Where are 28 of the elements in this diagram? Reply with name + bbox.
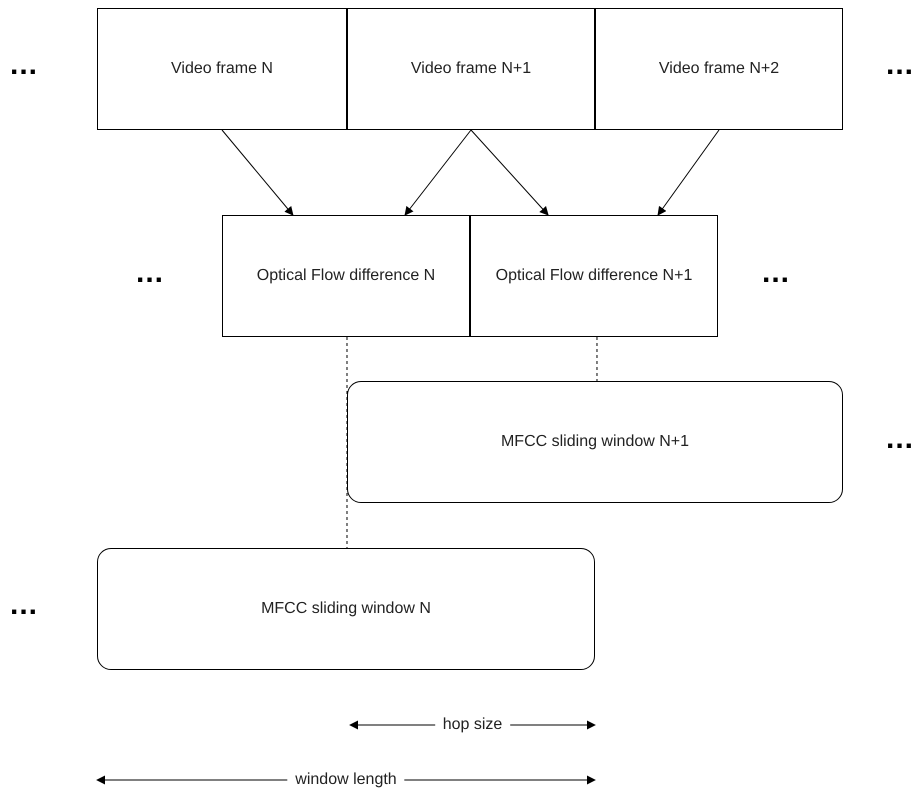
ellipsis-text: ...	[886, 424, 914, 454]
arrow	[470, 130, 549, 216]
dimension-label: window length	[287, 771, 405, 789]
dashed-line	[596, 336, 598, 382]
rounded-box	[347, 381, 843, 503]
ellipsis-text: ...	[136, 258, 164, 288]
arrow	[657, 130, 720, 216]
arrow	[222, 130, 294, 216]
arrow	[404, 130, 472, 216]
node-text: Video frame N+1	[410, 58, 532, 79]
dashed-line	[346, 336, 348, 548]
node-text: Video frame N	[171, 58, 273, 79]
node-text: MFCC sliding window N	[261, 598, 431, 619]
rounded-box	[97, 548, 595, 670]
node-text: Optical Flow difference N	[256, 266, 436, 286]
ellipsis-text: ...	[10, 590, 38, 620]
node-text: MFCC sliding window N+1	[500, 432, 690, 452]
ellipsis-text: ...	[10, 50, 38, 80]
process-box	[470, 215, 718, 337]
ellipsis-text: ...	[762, 258, 790, 288]
ellipsis-text: ...	[886, 50, 914, 80]
node-text: Video frame N+2	[658, 58, 780, 79]
process-box	[222, 215, 470, 337]
process-box	[595, 8, 843, 130]
dimension-label: hop size	[434, 716, 510, 734]
process-box	[97, 8, 347, 130]
process-box	[347, 8, 595, 130]
node-text: Optical Flow difference N+1	[496, 266, 692, 286]
